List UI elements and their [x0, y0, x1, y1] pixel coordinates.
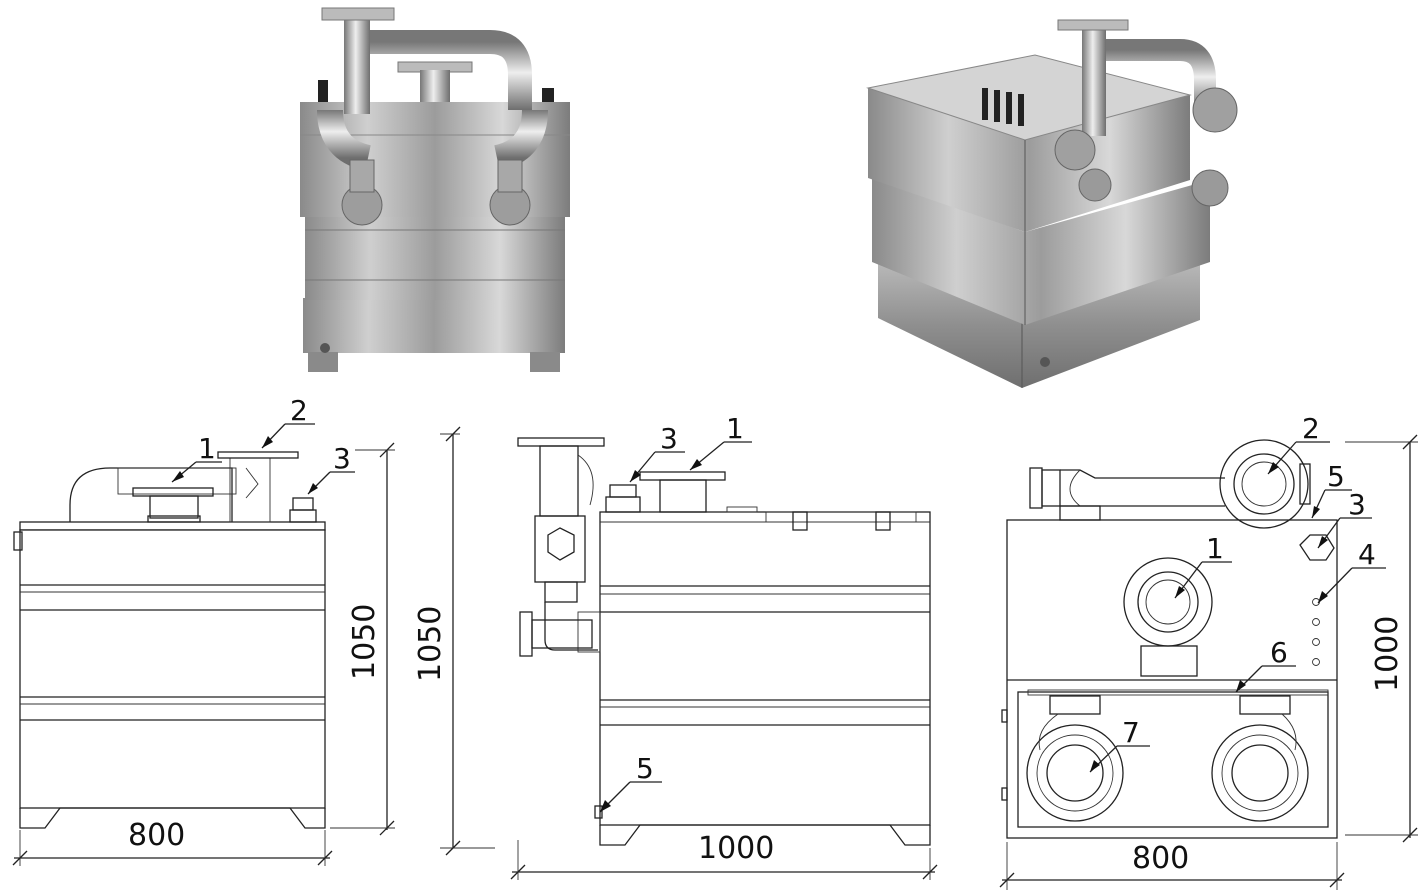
top-callout-1: 1 [1206, 532, 1224, 565]
top-callout-3: 3 [1348, 488, 1366, 521]
front-width-dimension: 800 [128, 818, 185, 853]
front-render-image [300, 7, 570, 372]
front-view-drawing [12, 423, 395, 866]
iso-render-image [866, 19, 1238, 388]
side-view-drawing [440, 426, 938, 880]
front-height-dimension: 1050 [347, 604, 382, 680]
side-callout-1: 1 [726, 412, 744, 445]
top-width-dimension: 800 [1132, 841, 1189, 876]
top-callout-2: 2 [1302, 412, 1320, 445]
side-width-dimension: 1000 [698, 831, 774, 866]
top-callout-6: 6 [1270, 636, 1288, 669]
top-view-drawing [999, 434, 1418, 890]
front-callout-2: 2 [290, 394, 308, 427]
top-depth-dimension: 1000 [1370, 616, 1405, 692]
front-callout-1: 1 [198, 432, 216, 465]
side-callout-5: 5 [636, 752, 654, 785]
top-callout-5: 5 [1327, 460, 1345, 493]
front-callout-3: 3 [333, 442, 351, 475]
top-callout-7: 7 [1122, 716, 1140, 749]
side-height-dimension: 1050 [413, 606, 448, 682]
top-callout-4: 4 [1358, 538, 1376, 571]
side-callout-3: 3 [660, 422, 678, 455]
